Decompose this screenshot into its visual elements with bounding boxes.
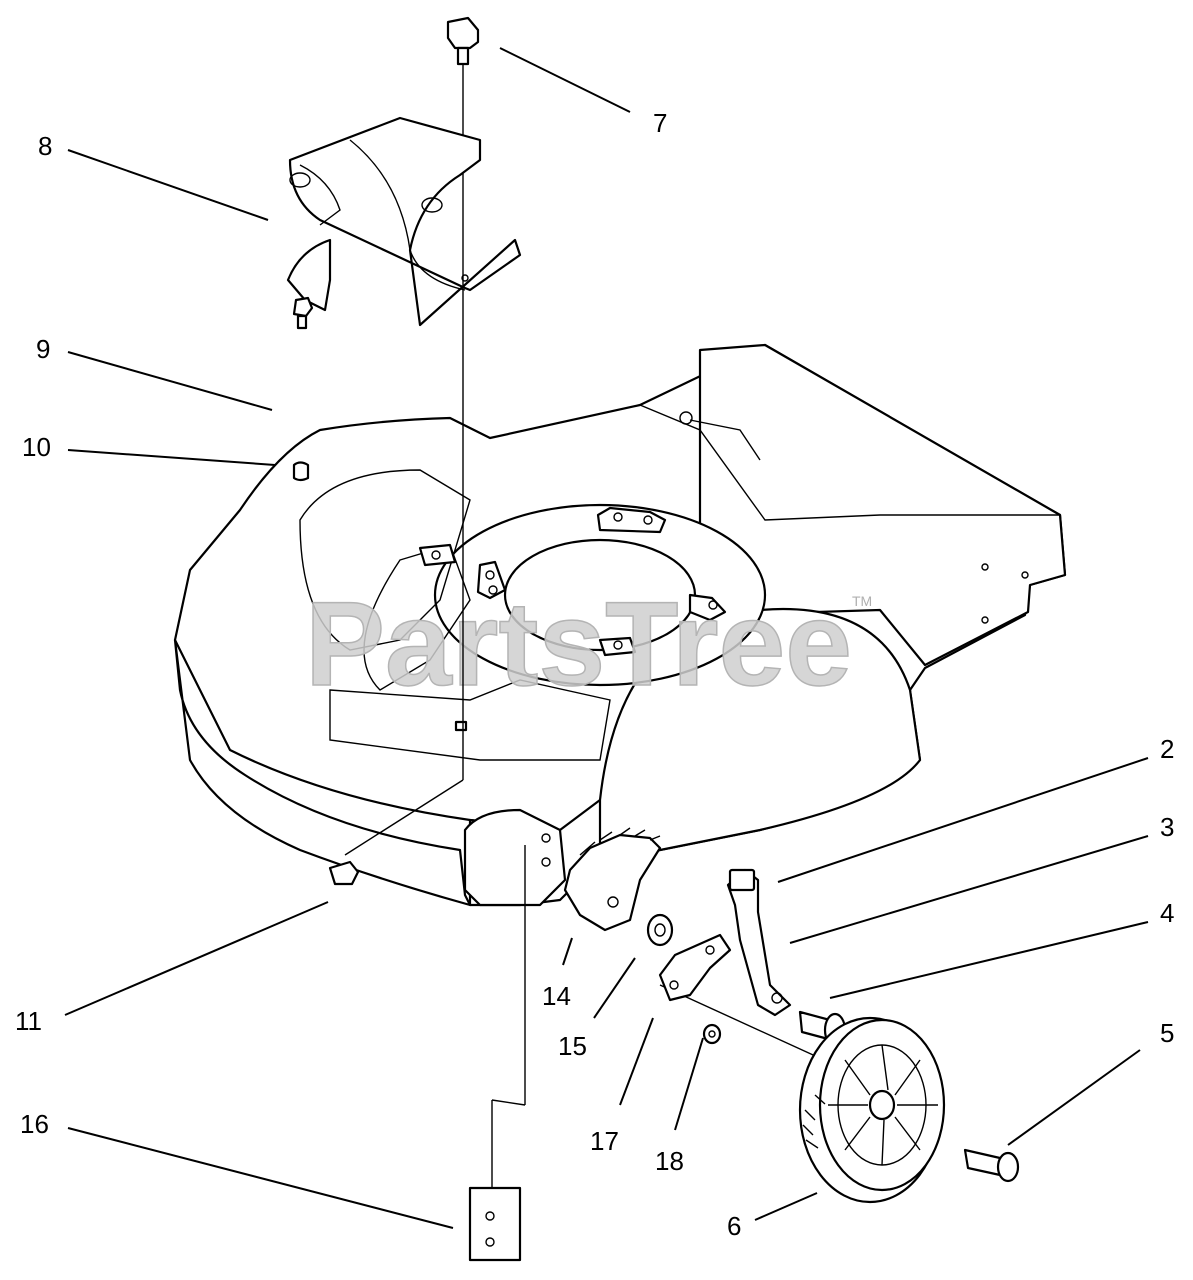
part-15-spacer (646, 913, 674, 947)
leader-10 (67, 449, 276, 466)
leader-lines (64, 47, 1149, 1229)
part-18-washer (702, 1023, 722, 1045)
leader-18 (674, 1037, 704, 1131)
part-8-deflector (286, 116, 522, 327)
callout-15: 15 (558, 1031, 587, 1061)
leader-15 (593, 957, 636, 1019)
leader-3 (789, 835, 1149, 944)
leader-2 (777, 757, 1149, 883)
callouts: 7 8 9 10 11 14 15 17 18 16 2 3 4 5 6 (15, 108, 1174, 1241)
assembly-axes (344, 60, 836, 1190)
part-10-nut (292, 461, 310, 482)
callout-9: 9 (36, 334, 50, 364)
part-7-knob (446, 16, 480, 66)
part-17-pivot-plate (658, 933, 732, 1002)
callout-4: 4 (1160, 898, 1174, 928)
leader-17 (619, 1017, 654, 1106)
leader-9 (67, 351, 273, 411)
watermark-text: PartsTree (305, 577, 852, 711)
part-2-3-adjuster-arm (726, 868, 792, 1017)
leader-14 (562, 937, 573, 966)
leader-11 (64, 901, 329, 1016)
callout-2: 2 (1160, 734, 1174, 764)
part-11-clip (328, 860, 360, 886)
callout-11: 11 (15, 1006, 42, 1036)
callout-8: 8 (38, 131, 52, 161)
watermark: PartsTree TM (304, 576, 872, 712)
part-6-wheel (798, 1016, 946, 1204)
callout-17: 17 (590, 1126, 619, 1156)
mower-deck (173, 343, 1067, 907)
leader-16 (67, 1127, 454, 1229)
callout-6: 6 (727, 1211, 741, 1241)
callout-16: 16 (20, 1109, 49, 1139)
leader-8 (67, 149, 269, 221)
callout-7: 7 (653, 108, 667, 138)
part-16-plate (468, 1186, 522, 1262)
leader-7 (499, 47, 631, 113)
leader-4 (829, 921, 1149, 999)
watermark-trademark: TM (852, 593, 872, 609)
part-9-bolt (292, 296, 314, 330)
part-5-axle-bolt (963, 1148, 1020, 1183)
callout-10: 10 (22, 432, 51, 462)
callout-14: 14 (542, 981, 571, 1011)
callout-5: 5 (1160, 1018, 1174, 1048)
callout-18: 18 (655, 1146, 684, 1176)
part-14-height-bracket (563, 827, 662, 932)
callout-3: 3 (1160, 812, 1174, 842)
leader-6 (754, 1192, 818, 1221)
leader-5 (1007, 1049, 1141, 1146)
